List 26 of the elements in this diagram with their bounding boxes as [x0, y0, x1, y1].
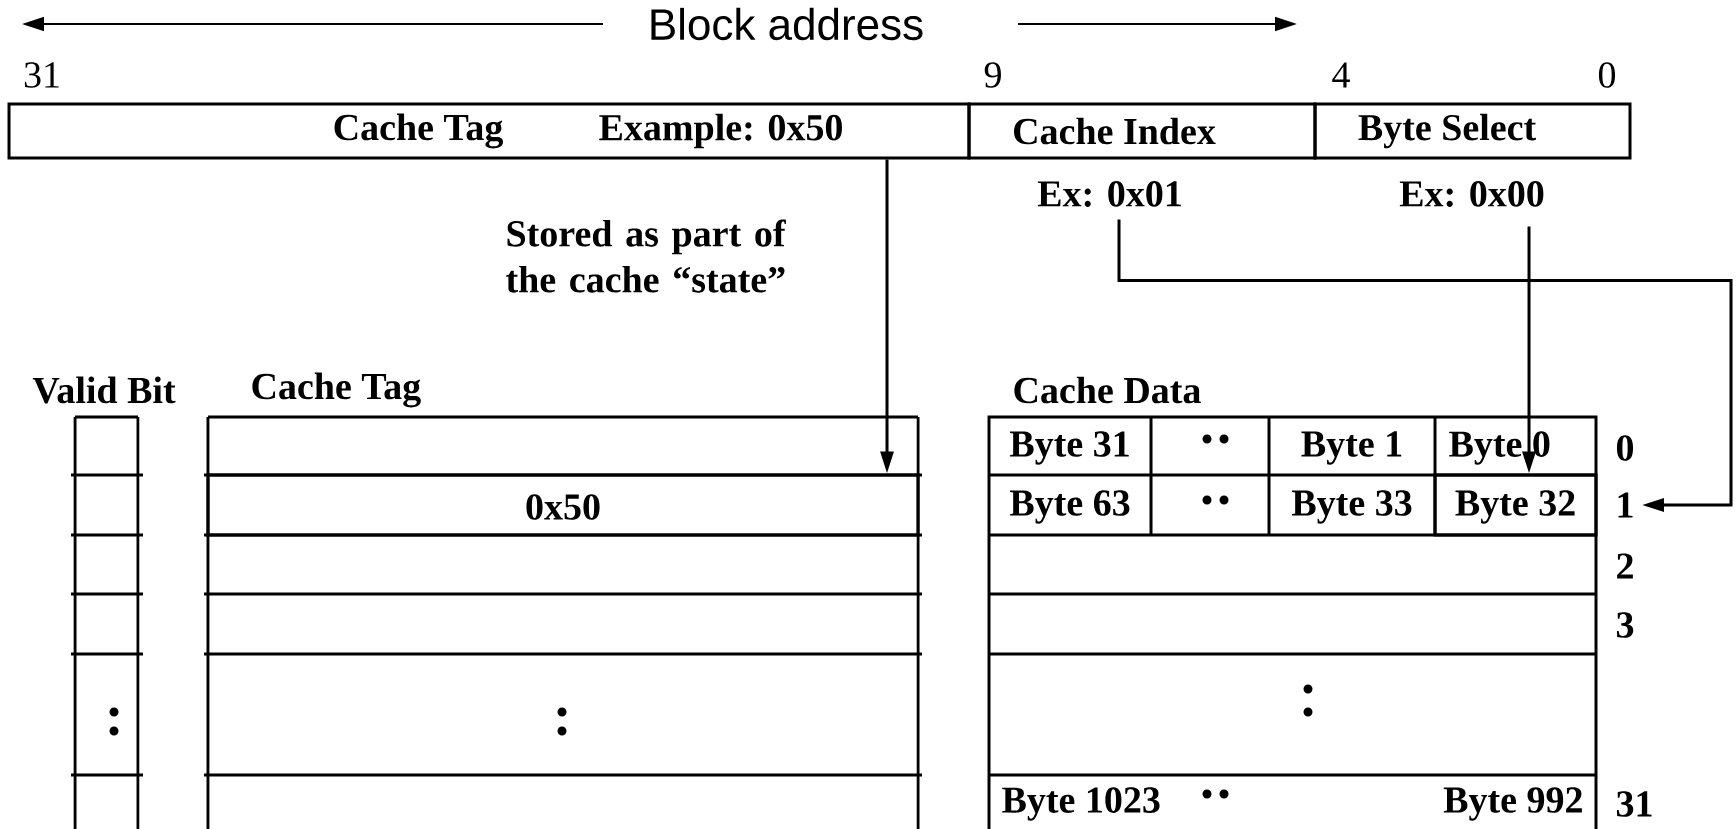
bit-number: 9	[984, 62, 1001, 88]
cell-text: Byte 63	[1009, 490, 1130, 524]
block-address-label: Block address	[651, 7, 923, 41]
cell-text: Byte 31	[1009, 431, 1129, 465]
arrow	[1117, 219, 1733, 512]
row-number: 2	[1617, 553, 1633, 579]
row-number: 31	[1616, 791, 1652, 817]
annotation-text: Stored as part of the cache “state”	[506, 219, 786, 293]
address-field: Cache Tag Example: 0x50	[7, 102, 971, 160]
example-value: Ex: 0x00	[1399, 181, 1544, 207]
column-header: Cache Data	[1014, 376, 1201, 404]
tag-cell: 0x50	[206, 473, 920, 537]
data-cell: Byte 32	[1433, 473, 1598, 537]
bit-number: 4	[1332, 62, 1350, 88]
address-field: Byte Select	[1313, 102, 1632, 160]
cell-text: Byte 992	[1443, 787, 1582, 821]
cell-text: Byte 1	[1301, 431, 1402, 465]
example-value: Ex: 0x01	[1037, 181, 1181, 207]
row-number: 0	[1616, 435, 1634, 461]
cell-text: Byte 1023	[1002, 787, 1160, 821]
column-header: Valid Bit	[32, 376, 176, 404]
cell-text: Byte 0	[1449, 431, 1550, 465]
address-field: Cache Index	[967, 102, 1317, 160]
row-number: 1	[1618, 492, 1633, 518]
column-header: Cache Tag	[252, 372, 421, 408]
row-number: 3	[1616, 612, 1634, 638]
